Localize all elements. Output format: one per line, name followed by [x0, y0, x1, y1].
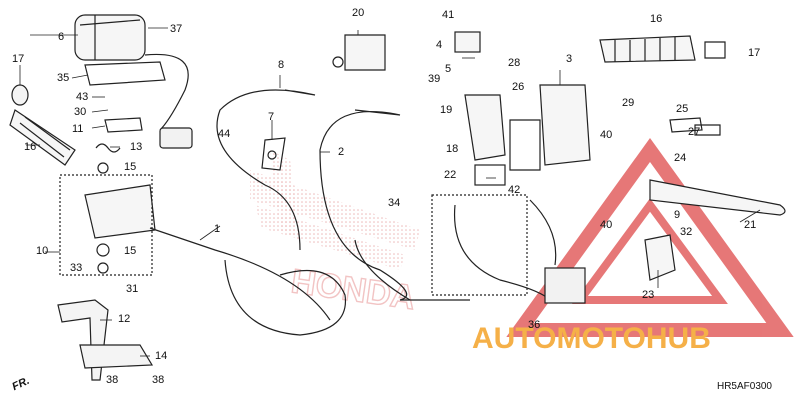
switch-housing-3-drawing [539, 84, 591, 166]
callout-36: 36 [528, 319, 540, 331]
bracket-14-drawing [79, 344, 154, 369]
wiring-box [431, 194, 528, 296]
callout-2: 2 [338, 146, 344, 158]
callout-34: 34 [388, 197, 400, 209]
parts-drawings [9, 14, 786, 381]
callout-22: 22 [444, 169, 456, 181]
callout-43: 43 [76, 91, 88, 103]
leader-lines [19, 27, 761, 357]
callout-14: 14 [155, 350, 167, 362]
callout-12: 12 [118, 313, 130, 325]
spring-13 [95, 143, 121, 153]
lever-21-drawing [649, 179, 786, 216]
callout-18: 18 [446, 143, 458, 155]
callout-39: 39 [428, 73, 440, 85]
grip-end-plug-right [704, 41, 726, 59]
grip-end-plug-left [11, 84, 29, 106]
callout-17: 17 [12, 53, 24, 65]
callout-27: 27 [688, 126, 700, 138]
throttle-assembly-box [59, 174, 153, 276]
callout-38: 38 [152, 374, 164, 386]
callout-29: 29 [622, 97, 634, 109]
callout-17: 17 [748, 47, 760, 59]
wire-harness-left [144, 53, 189, 131]
callout-13: 13 [130, 141, 142, 153]
cable-loop [224, 259, 347, 336]
automotohub-logo: AUTOMOTOHUB [472, 322, 711, 355]
callout-40: 40 [600, 129, 612, 141]
switch-4-drawing [454, 31, 481, 53]
cable-8 [216, 89, 316, 251]
part-27-drawing [694, 124, 721, 136]
callout-16: 16 [24, 141, 36, 153]
callout-9: 9 [674, 209, 680, 221]
throttle-cable-1 [149, 227, 331, 321]
grip-left-drawing [9, 109, 76, 166]
grip-right-drawing [599, 35, 696, 63]
callout-4: 4 [436, 39, 442, 51]
bracket-7 [261, 137, 286, 171]
callout-35: 35 [57, 72, 69, 84]
callout-16: 16 [650, 13, 662, 25]
callout-15: 15 [124, 245, 136, 257]
connector-right [544, 267, 586, 304]
callout-42: 42 [508, 184, 520, 196]
callout-1: 1 [214, 223, 220, 235]
callout-40: 40 [600, 219, 612, 231]
plate-drawing [84, 61, 166, 86]
connector-left [159, 127, 193, 149]
callout-32: 32 [680, 226, 692, 238]
bracket-23-drawing [644, 234, 676, 281]
callout-labels: 1234567891011121314151516161717181920212… [12, 7, 760, 386]
triangle-watermark [506, 138, 794, 337]
callout-21: 21 [744, 219, 756, 231]
callout-41: 41 [442, 9, 454, 21]
callout-7: 7 [268, 111, 274, 123]
switch-housing-drawing [74, 14, 146, 61]
throttle-housing-drawing [84, 184, 156, 239]
callout-33: 33 [70, 262, 82, 274]
callout-8: 8 [278, 59, 284, 71]
callout-30: 30 [74, 106, 86, 118]
callout-23: 23 [642, 289, 654, 301]
part-25-drawing [669, 117, 703, 133]
callout-25: 25 [676, 103, 688, 115]
callout-26: 26 [512, 81, 524, 93]
part-20-drawing [344, 34, 386, 71]
bracket-11 [104, 117, 143, 133]
callout-44: 44 [218, 128, 230, 140]
callout-6: 6 [58, 31, 64, 43]
callout-15: 15 [124, 161, 136, 173]
lever-12-drawing [57, 299, 109, 381]
callout-5: 5 [445, 63, 451, 75]
callout-28: 28 [508, 57, 520, 69]
callout-24: 24 [674, 152, 686, 164]
honda-wing-watermark [250, 150, 420, 270]
bracket-18-19-drawing [464, 94, 506, 161]
diagram-code: HR5AF0300 [716, 381, 772, 392]
callout-19: 19 [440, 104, 452, 116]
callout-31: 31 [126, 283, 138, 295]
callout-20: 20 [352, 7, 364, 19]
callout-38: 38 [106, 374, 118, 386]
callout-37: 37 [170, 23, 182, 35]
callout-11: 11 [72, 123, 83, 135]
callout-10: 10 [36, 245, 48, 257]
clamp-22 [474, 164, 506, 186]
callout-3: 3 [566, 53, 572, 65]
cable-2 [319, 109, 470, 301]
